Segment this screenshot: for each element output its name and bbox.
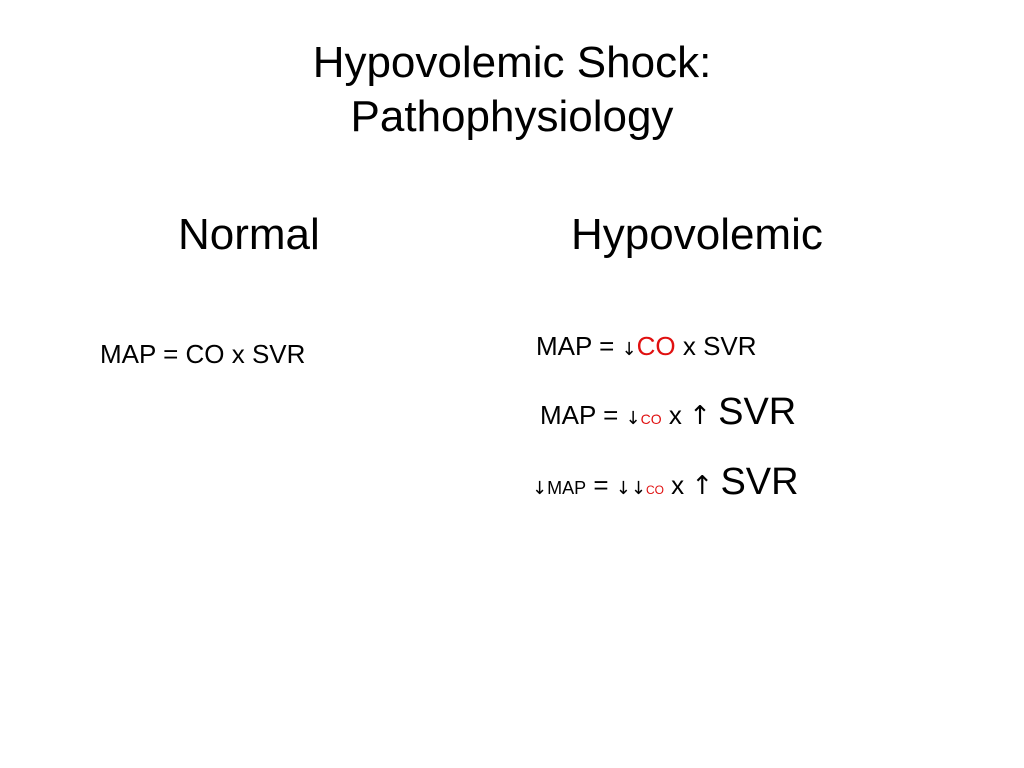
slide-title: Hypovolemic Shock: Pathophysiology [0,36,1024,144]
eq1-svr: SVR [703,331,757,361]
eq1-co-down-arrow: ↓ [621,339,637,360]
column-heading-hypovolemic: Hypovolemic [571,210,823,259]
eq3-map-down-arrow: ↓ [532,478,548,499]
eq2-times: x [668,400,682,430]
eq3-map: MAP [547,478,587,498]
eq3-svr-up-arrow: ↑ [691,471,714,501]
title-line-2: Pathophysiology [350,92,674,141]
eq1-left: MAP = [536,331,615,361]
eq2-left: MAP = [540,400,619,430]
hypovolemic-equation-2: MAP = ↓CO x ↑ SVR [540,388,796,443]
eq3-co-double-down-arrow: ↓↓ [615,478,646,499]
hypovolemic-equation-3: ↓MAP = ↓↓CO x ↑ SVR [532,458,799,514]
eq3-co: CO [645,483,664,497]
eq3-times: x [671,470,685,500]
eq3-equals: = [593,470,609,500]
normal-equation: MAP = CO x SVR [100,339,306,369]
column-heading-normal: Normal [178,210,320,259]
title-line-1: Hypovolemic Shock: [312,38,712,87]
eq2-svr: SVR [718,391,797,433]
eq1-times: x [682,331,696,361]
eq2-svr-up-arrow: ↑ [689,401,711,431]
eq1-co: CO [636,331,676,361]
eq2-co-down-arrow: ↓ [625,408,641,429]
eq2-co: CO [640,411,662,427]
hypovolemic-equation-1: MAP = ↓CO x SVR [536,328,757,368]
eq3-svr: SVR [720,461,799,503]
